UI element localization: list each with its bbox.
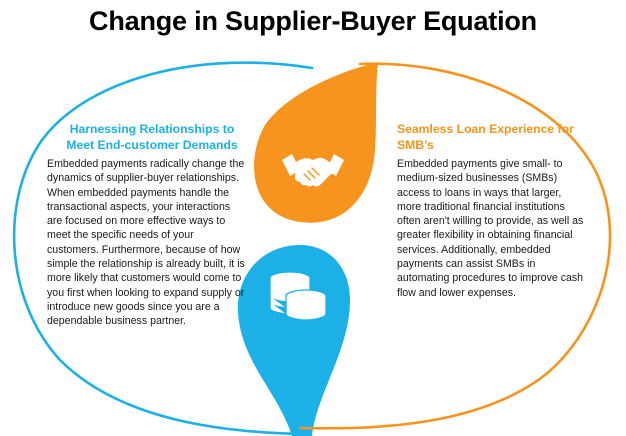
left-panel-heading: Harnessing Relationships to Meet End-cus… xyxy=(66,122,238,152)
orange-teardrop-shape xyxy=(254,62,378,223)
page-title: Change in Supplier-Buyer Equation xyxy=(89,6,537,36)
right-panel-body: Embedded payments give small- to medium-… xyxy=(397,158,584,299)
left-panel-body: Embedded payments radically change the d… xyxy=(47,158,245,328)
blue-teardrop-shape xyxy=(237,245,350,436)
orange-outline-ring xyxy=(298,62,612,430)
blue-outline-ring xyxy=(12,61,314,436)
right-panel-heading: Seamless Loan Experience for SMB’s xyxy=(397,122,574,152)
